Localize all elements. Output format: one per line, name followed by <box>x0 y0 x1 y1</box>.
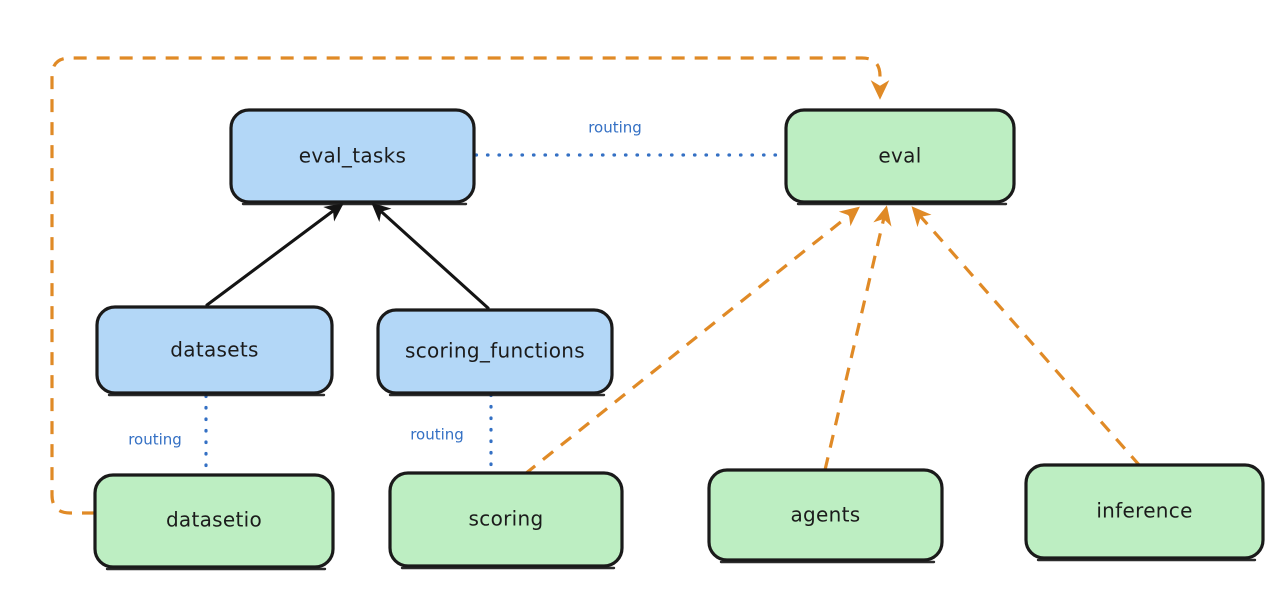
node-scoring-functions-shape <box>376 308 614 395</box>
edge-label-group: routing routing routing <box>128 119 642 449</box>
node-eval-tasks-shape <box>229 108 476 204</box>
node-agents-shape <box>707 468 944 562</box>
node-eval-label: eval <box>878 144 921 168</box>
edge-label-routing-datasets: routing <box>128 431 182 449</box>
edge-inference-to-eval <box>911 206 1142 468</box>
edge-scoring-to-eval <box>524 206 860 476</box>
edge-group-dotted-blue <box>204 153 786 475</box>
node-eval-tasks[interactable]: eval_tasks <box>229 108 476 206</box>
node-inference-shape <box>1024 463 1265 560</box>
node-scoring-shape <box>388 471 624 568</box>
node-eval-shape <box>784 108 1016 204</box>
node-scoring[interactable]: scoring <box>388 471 624 570</box>
node-inference[interactable]: inference <box>1024 463 1265 562</box>
node-scoring-functions[interactable]: scoring_functions <box>376 308 614 397</box>
node-datasets-label: datasets <box>170 338 258 362</box>
node-inference-label: inference <box>1096 499 1192 523</box>
node-datasets[interactable]: datasets <box>95 305 334 397</box>
edge-group-solid-black <box>205 202 490 310</box>
node-scoring-label: scoring <box>469 507 544 531</box>
edge-group-dashed-orange <box>50 56 1142 515</box>
edge-datasetio-to-eval <box>50 56 890 515</box>
edge-scoring-functions-to-eval-tasks <box>371 202 490 310</box>
edge-agents-to-eval <box>823 205 892 471</box>
edge-label-routing-scoring: routing <box>410 426 464 444</box>
node-eval[interactable]: eval <box>784 108 1016 206</box>
edge-datasets-to-eval-tasks <box>205 202 344 307</box>
node-datasetio-label: datasetio <box>166 508 262 532</box>
node-eval-tasks-label: eval_tasks <box>299 144 406 168</box>
edge-label-routing-eval-tasks: routing <box>588 119 642 137</box>
node-datasets-shape <box>95 305 334 395</box>
node-datasetio-shape <box>93 473 335 569</box>
node-agents[interactable]: agents <box>707 468 944 564</box>
node-datasetio[interactable]: datasetio <box>93 473 335 571</box>
node-agents-label: agents <box>791 503 861 527</box>
node-scoring-functions-label: scoring_functions <box>405 339 585 363</box>
